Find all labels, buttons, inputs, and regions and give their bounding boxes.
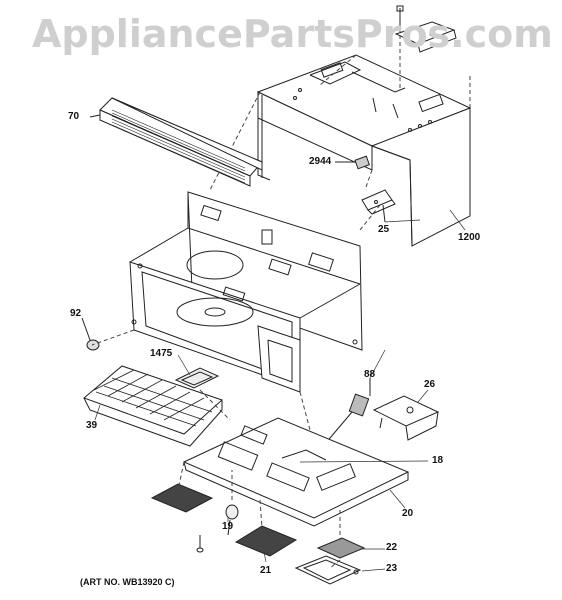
callout-2944: 2944 xyxy=(309,156,332,167)
callout-39: 39 xyxy=(86,420,98,431)
bracket-25 xyxy=(361,189,396,223)
callout-88: 88 xyxy=(364,369,376,380)
bulb-19 xyxy=(225,504,239,536)
connector-2944 xyxy=(335,155,370,170)
bracket-26 xyxy=(372,395,440,441)
callout-26: 26 xyxy=(424,379,436,390)
callout-18: 18 xyxy=(432,455,444,466)
callout-92: 92 xyxy=(70,308,82,319)
explode-lines-case xyxy=(209,35,471,231)
outer-case xyxy=(256,54,472,247)
vent-grille xyxy=(89,97,263,187)
callout-1475: 1475 xyxy=(150,348,173,359)
callout-70: 70 xyxy=(68,111,80,122)
foot-92 xyxy=(81,317,100,351)
grease-filter-21 xyxy=(234,525,298,557)
callout-1200: 1200 xyxy=(458,232,481,243)
lamp-cover-23 xyxy=(294,555,362,585)
top-bracket xyxy=(394,5,457,53)
pad-1475 xyxy=(174,367,220,389)
callout-22: 22 xyxy=(386,542,398,553)
callout-19: 19 xyxy=(222,521,234,532)
watermark-text: AppliancePartsPros.com xyxy=(32,12,553,56)
art-number: (ART NO. WB13920 C) xyxy=(80,577,175,587)
screw xyxy=(196,535,204,553)
callout-25: 25 xyxy=(378,224,390,235)
explode-lines-lower xyxy=(91,329,341,569)
callout-23: 23 xyxy=(386,563,398,574)
oven-cavity xyxy=(129,191,363,393)
rack-39 xyxy=(83,365,223,447)
callout-21: 21 xyxy=(260,565,272,576)
grease-filter-left xyxy=(150,483,214,513)
callout-20: 20 xyxy=(402,508,414,519)
callout-leaders xyxy=(94,209,466,572)
base-plate-20 xyxy=(182,417,410,527)
lens-22 xyxy=(316,537,366,559)
